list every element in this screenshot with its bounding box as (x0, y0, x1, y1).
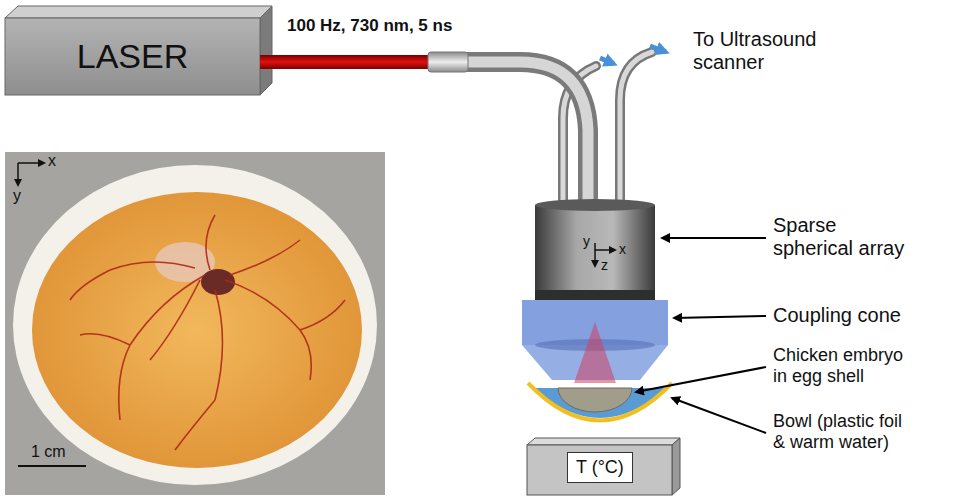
laser-beam (260, 55, 432, 69)
axis-label: y (13, 187, 21, 205)
node-text: T (°C) (576, 457, 624, 477)
scale-bar (18, 465, 86, 467)
part-label: Bowl (plastic foil & warm water) (773, 411, 913, 452)
part-label: Sparse spherical array (773, 214, 915, 260)
laser-box: LASER (5, 18, 260, 95)
temperature-box: T (°C) (567, 452, 633, 483)
egg-shell (558, 388, 632, 412)
axis-label: y (583, 233, 590, 249)
signal-arrows (600, 46, 666, 64)
axis-label: x (619, 241, 626, 257)
laser-box (5, 6, 272, 95)
fiber-connector (428, 52, 468, 72)
leader-lines (636, 238, 766, 433)
array-cylinder (535, 199, 655, 300)
part-label: Coupling cone (773, 304, 901, 327)
coupling-cone (522, 300, 668, 383)
axis-label: z (601, 257, 608, 273)
egg-photo (5, 152, 385, 495)
heater-platform (527, 438, 680, 495)
fiber-bundle (460, 52, 652, 205)
scale-label: 1 cm (31, 443, 66, 461)
node-text: LASER (77, 37, 189, 76)
beam-parameters: 100 Hz, 730 nm, 5 ns (287, 16, 452, 36)
scanner-label: To Ultrasound scanner (693, 28, 858, 74)
axis-label: x (48, 152, 56, 170)
part-label: Chicken embryo in egg shell (773, 345, 913, 386)
